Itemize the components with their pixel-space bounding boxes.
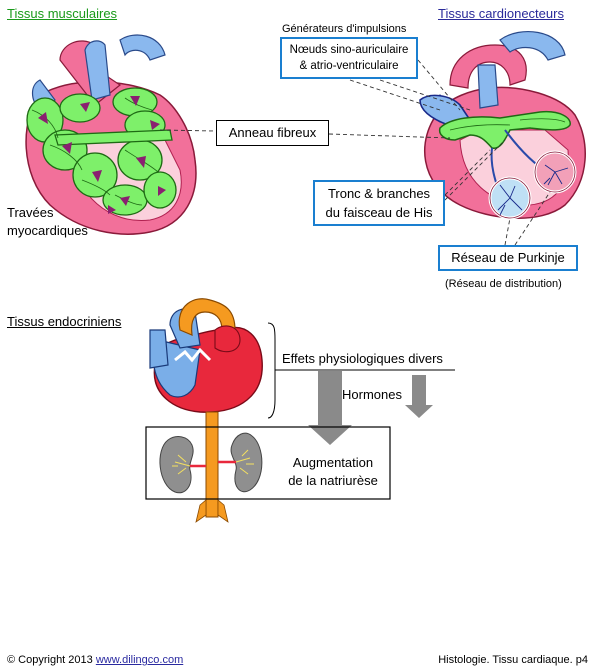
impulse-generators-label: Générateurs d'impulsions xyxy=(282,23,407,35)
his-line1: Tronc & branches xyxy=(327,186,431,201)
natriuresis-box xyxy=(145,426,391,500)
small-arrow-down-icon xyxy=(405,375,433,418)
purkinje-network xyxy=(488,150,577,220)
natriuresis-line2: de la natriurèse xyxy=(288,473,378,489)
endocrine-tissue-title: Tissus endocriniens xyxy=(7,314,122,329)
trabeculae-line1: Travées xyxy=(7,205,54,220)
natriuresis-label: Augmentation de la natriurèse xyxy=(282,454,384,490)
natriuresis-line1: Augmentation xyxy=(292,455,374,470)
muscular-heart-illustration xyxy=(25,34,197,235)
purkinje-box: Réseau de Purkinje xyxy=(438,245,578,271)
copyright-text: © Copyright 2013 xyxy=(7,654,93,666)
his-line2: du faisceau de His xyxy=(325,204,433,220)
nodes-box: Nœuds sino-auriculaire & atrio-ventricul… xyxy=(280,37,418,79)
conducting-tissue-title: Tissus cardionecteurs xyxy=(438,6,564,21)
physio-effects-label: Effets physiologiques divers xyxy=(282,351,443,366)
connector-lines xyxy=(159,59,551,246)
conducting-heart-illustration xyxy=(419,31,586,220)
page-reference: Histologie. Tissu cardiaque. p4 xyxy=(438,654,588,666)
kidney-left-icon xyxy=(159,436,206,494)
site-link[interactable]: www.dilingco.com xyxy=(95,654,184,666)
hormone-arrows xyxy=(308,371,433,445)
nodes-line2: & atrio-ventriculaire xyxy=(299,60,399,73)
nodes-line1: Nœuds sino-auriculaire xyxy=(289,44,409,56)
hormones-label: Hormones xyxy=(342,387,402,402)
trabeculae-line2: myocardiques xyxy=(7,222,88,238)
trabeculae-label: Travées myocardiques xyxy=(7,204,88,239)
purkinje-label: Réseau de Purkinje xyxy=(451,250,565,265)
big-arrow-down-icon xyxy=(308,371,352,445)
muscular-tissue-title: Tissus musculaires xyxy=(7,6,118,21)
bracket xyxy=(267,322,276,419)
annulus-label: Anneau fibreux xyxy=(228,125,317,140)
distribution-network-label: (Réseau de distribution) xyxy=(445,278,562,290)
footer-copyright: © Copyright 2013 www.dilingco.com xyxy=(7,653,183,668)
endocrine-heart-illustration xyxy=(149,298,263,413)
kidney-right-icon xyxy=(218,432,263,493)
his-bundle-box: Tronc & branches du faisceau de His xyxy=(313,180,445,226)
annulus-box: Anneau fibreux xyxy=(216,120,329,146)
descending-aorta xyxy=(195,411,229,523)
